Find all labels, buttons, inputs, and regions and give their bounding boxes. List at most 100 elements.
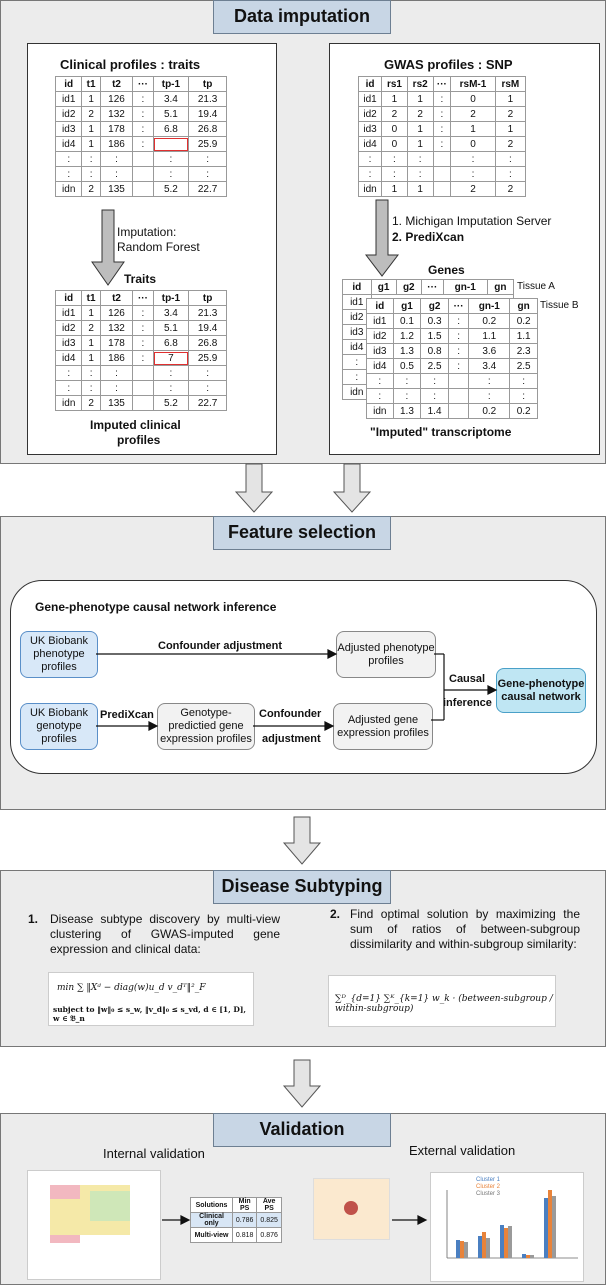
imputation-label-2: Random Forest	[117, 240, 200, 254]
genes-title: Genes	[428, 263, 465, 277]
table-cell: 0.2	[468, 403, 511, 419]
bar	[526, 1255, 530, 1258]
bar	[504, 1228, 508, 1258]
mini-bar-chart	[446, 1190, 578, 1259]
table-cell: :	[357, 151, 383, 167]
clinical-caption-2: profiles	[117, 433, 161, 447]
formula-1: min ∑ ‖Xᵈ − diag(w)u_d v_dᵀ‖²_F subject …	[48, 972, 254, 1026]
subtyping-text-2: Find optimal solution by maximizing the …	[350, 907, 580, 951]
table-row: :::::	[366, 388, 538, 404]
causal-label-1: Causal	[449, 673, 486, 685]
table-cell: 22.7	[188, 181, 227, 197]
table-cell: Min PS	[232, 1197, 258, 1213]
formula-2-expression: ∑ᴰ_{d=1} ∑ᴷ_{k=1} w_k · (between-subgrou…	[335, 994, 553, 1014]
arrow-internal-to-table	[162, 1215, 191, 1225]
table-cell	[132, 395, 154, 411]
formula-1-constraint: subject to ‖w‖₀ ≤ s_w, ‖v_d‖₀ ≤ s_vd, d …	[53, 1005, 247, 1023]
legend-cluster-3: Cluster 3	[476, 1191, 501, 1197]
bar	[456, 1240, 460, 1258]
genotype-predicted-box: Genotype-predictied gene expression prof…	[157, 703, 255, 750]
heatmap-pink-2	[50, 1235, 80, 1243]
step-number-1: 1.	[28, 912, 39, 926]
table-cell: 1	[406, 181, 434, 197]
confounder-top-label: Confounder adjustment	[158, 640, 283, 652]
bar	[508, 1226, 512, 1258]
section-title-imputation: Data imputation	[213, 0, 391, 34]
table-cell: 5.2	[152, 181, 190, 197]
table-cell: idn	[54, 181, 83, 197]
bar	[464, 1242, 468, 1258]
traits-title: Traits	[124, 272, 157, 286]
table-row: :::::	[357, 151, 527, 167]
tissue-a-label: Tissue A	[517, 281, 555, 292]
uk-genotype-box: UK Biobank genotype profiles	[20, 703, 98, 750]
table-cell	[132, 181, 154, 197]
formula-1-objective: min ∑ ‖Xᵈ − diag(w)u_d v_dᵀ‖²_F	[57, 983, 206, 993]
bar	[460, 1241, 464, 1258]
table-cell	[447, 403, 470, 419]
table-cell: 1.3	[392, 403, 422, 419]
heatmap-pink	[50, 1185, 80, 1199]
heatmap-green	[90, 1191, 130, 1221]
step-1-label: 1. Michigan Imputation Server	[392, 214, 552, 228]
bar-chart-thumbnail	[430, 1172, 584, 1282]
arrow-section-2	[282, 816, 322, 865]
table-row: :::::	[366, 373, 538, 389]
table-cell: 0.2	[509, 403, 538, 419]
arrow-section-1b	[332, 463, 372, 513]
table-cell: 0.876	[256, 1227, 282, 1243]
section-title-validation: Validation	[213, 1113, 391, 1147]
bar	[552, 1196, 556, 1258]
table-cell: 0.818	[232, 1227, 258, 1243]
section-title-subtyping: Disease Subtyping	[213, 870, 391, 904]
legend-cluster-2: Cluster 2	[476, 1184, 501, 1190]
step-number-2: 2.	[330, 907, 341, 921]
arrow-imputation-clinical	[91, 209, 125, 286]
table-cell: 2	[494, 181, 527, 197]
table-cell: idn	[54, 395, 83, 411]
table-cell: 1.1	[468, 328, 511, 344]
causal-label-2: inference	[443, 697, 492, 709]
arrow-geno-to-predicted	[96, 721, 159, 731]
formula-2: ∑ᴰ_{d=1} ∑ᴷ_{k=1} w_k · (between-subgrou…	[328, 975, 556, 1027]
table-row: :::::	[357, 166, 527, 182]
arrow-section-1a	[234, 463, 274, 513]
table-cell: idn	[357, 181, 383, 197]
step-2-label: 2. PrediXcan	[392, 230, 465, 244]
bar	[530, 1255, 534, 1258]
table-row: :::::	[54, 166, 227, 182]
arrow-imputation-gwas	[364, 199, 400, 277]
transcriptome-caption: "Imputed" transcriptome	[370, 425, 512, 439]
table-cell: 1	[494, 121, 527, 137]
causal-network-box: Gene-phenotype causal network	[496, 668, 586, 713]
adjusted-gene-box: Adjusted gene expression profiles	[333, 703, 433, 750]
bar	[544, 1198, 548, 1258]
bar	[522, 1254, 526, 1258]
table-cell: :	[406, 166, 434, 182]
network-heading: Gene-phenotype causal network inference	[35, 600, 277, 614]
arrow-section-3	[282, 1059, 322, 1108]
bar	[486, 1238, 490, 1258]
table-cell: id2	[357, 106, 383, 122]
imputation-label-1: Imputation:	[117, 225, 177, 239]
arrow-predicted-to-adjusted	[253, 721, 335, 731]
arrow-pheno-to-adjusted	[96, 649, 338, 659]
